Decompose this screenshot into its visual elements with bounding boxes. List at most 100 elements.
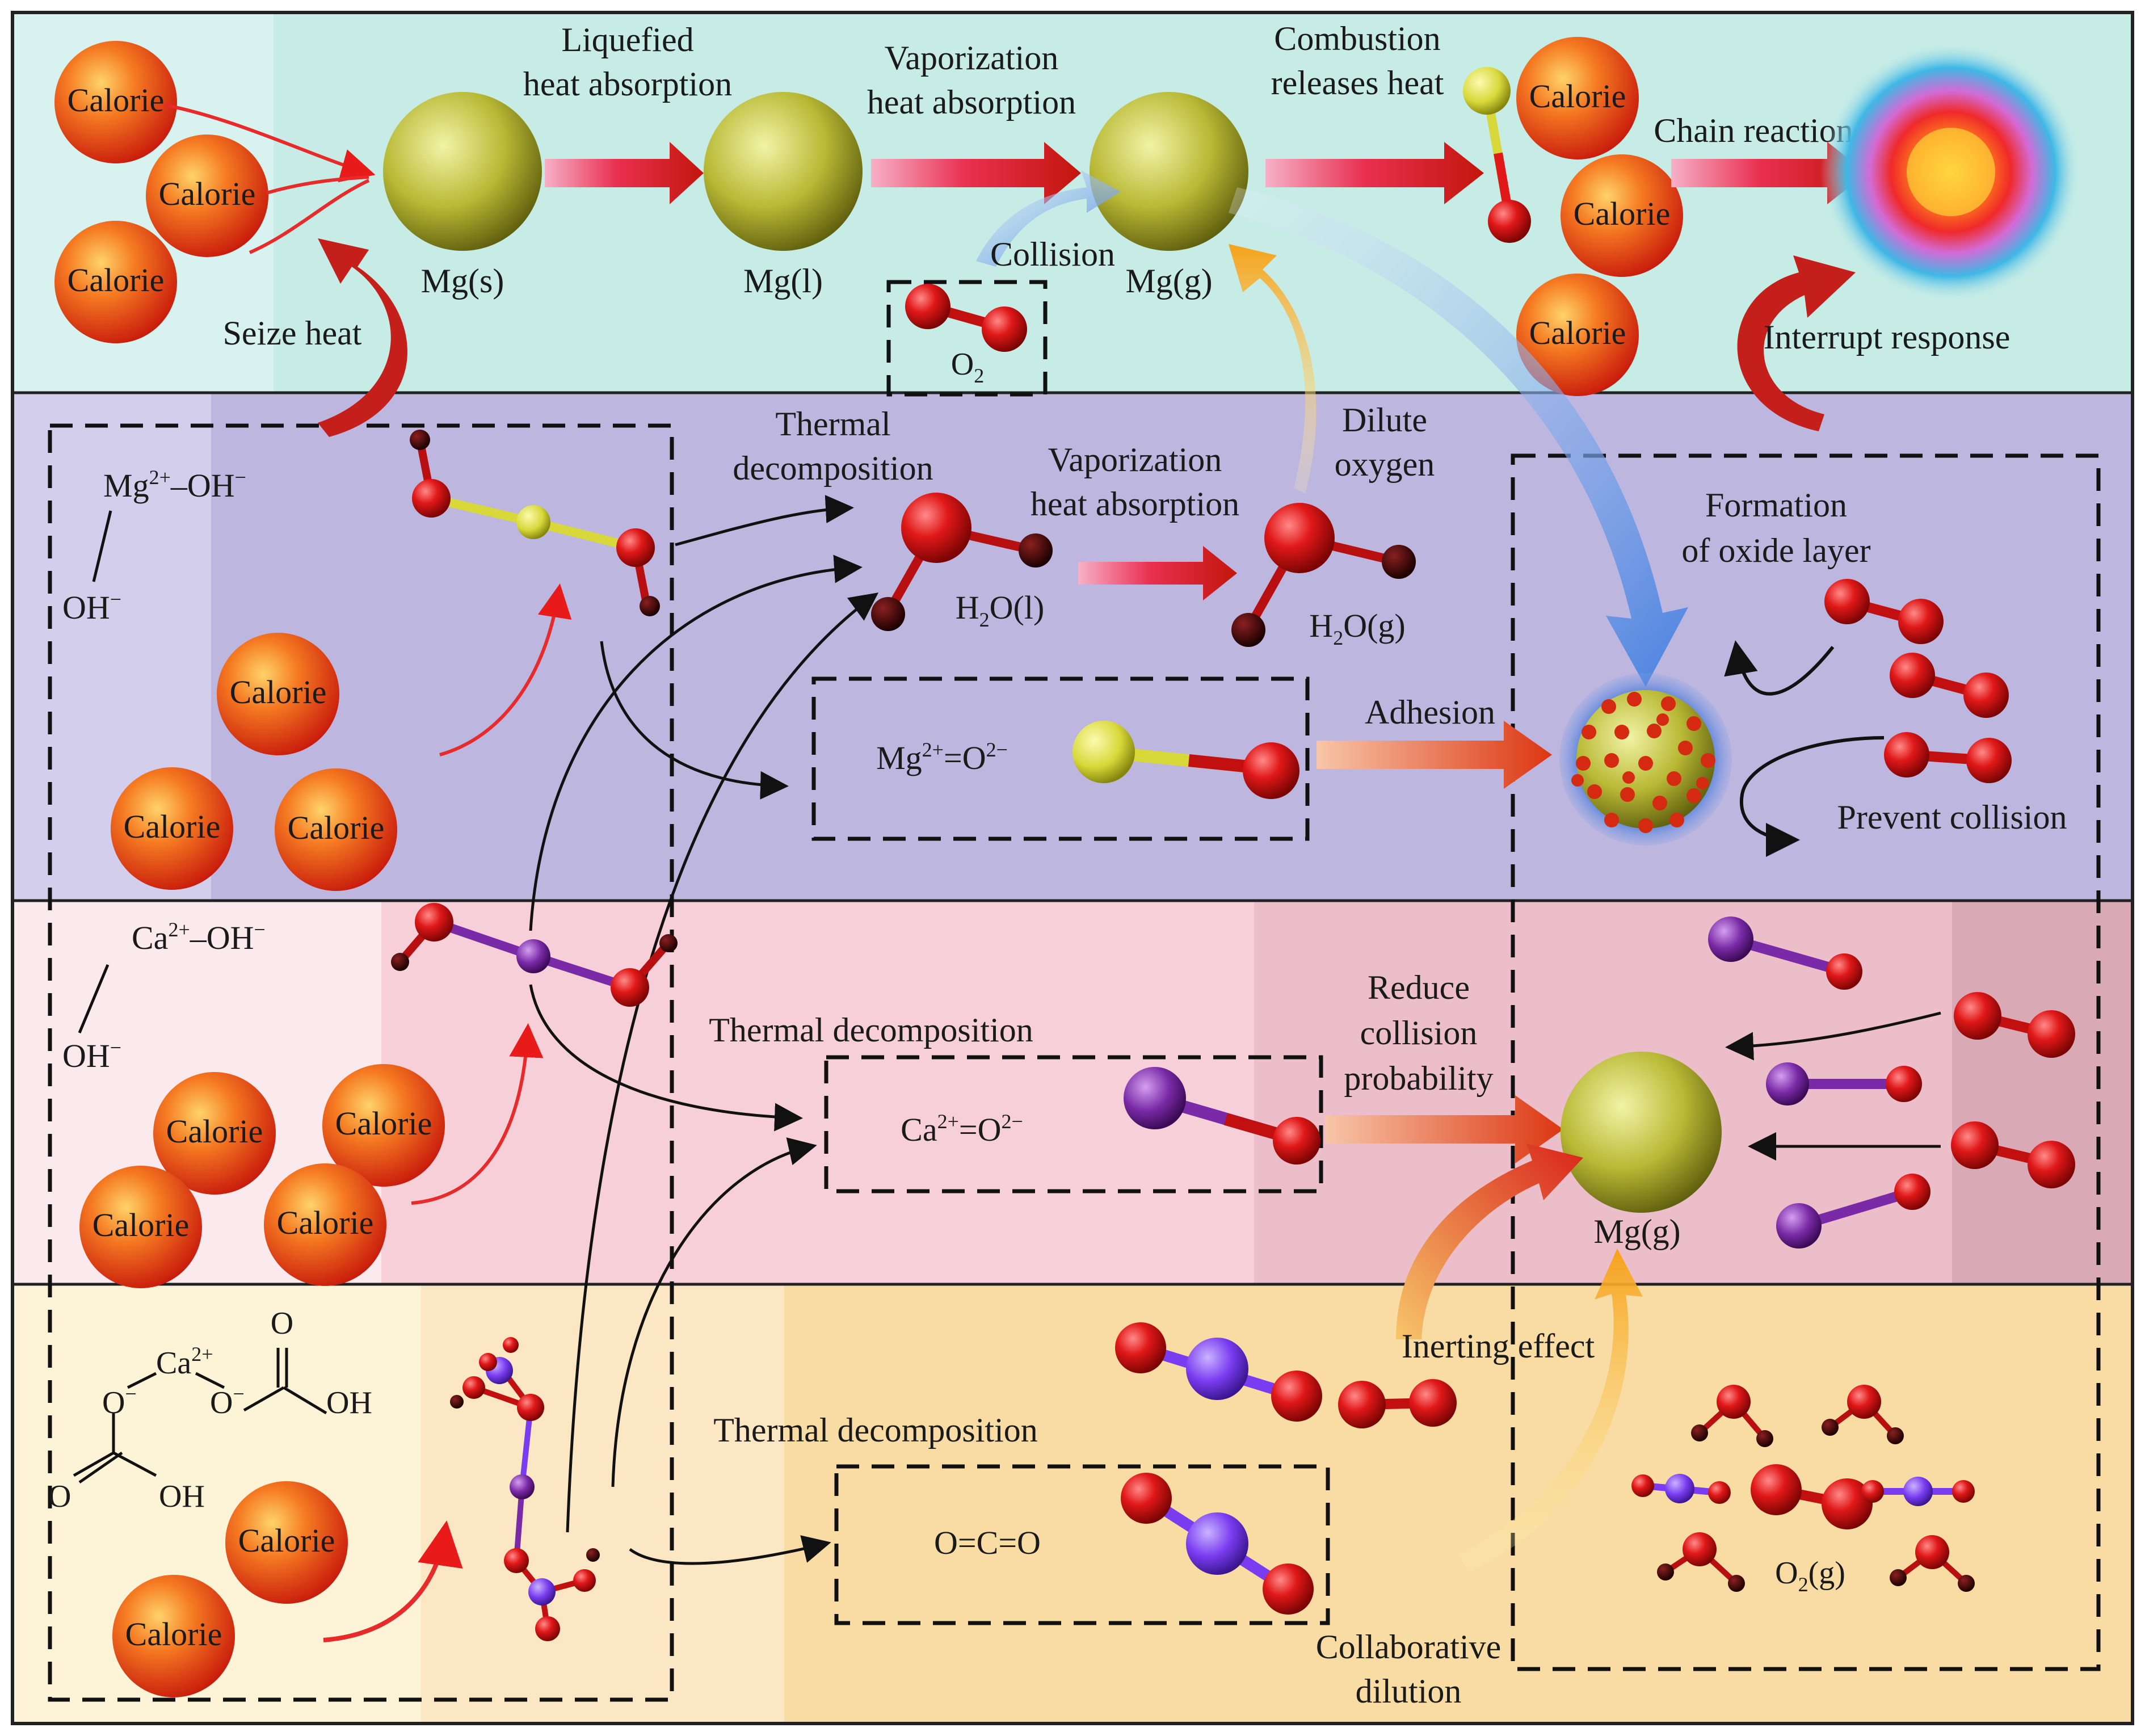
label-vaporization-mid-2: heat absorption <box>1031 485 1239 523</box>
label-collision: Collision <box>990 236 1115 273</box>
arrow-combustion <box>1265 142 1484 204</box>
label-combustion-2: releases heat <box>1271 64 1444 102</box>
o2-molecule <box>1751 1464 1873 1529</box>
heat-flow-line <box>249 179 370 254</box>
arrow-vaporization-top <box>871 142 1081 204</box>
mg-hydroxide-molecule <box>410 430 660 616</box>
svg-text:Calorie: Calorie <box>92 1207 190 1243</box>
arrow-vaporization-mid <box>1078 546 1237 600</box>
calorie-sphere: Calorie <box>111 767 233 890</box>
label-o-minus-right: O− <box>210 1382 245 1420</box>
calorie-spheres: Calorie Calorie Calorie Calorie Calorie … <box>54 37 1683 1697</box>
oxide-coated-mg-sphere <box>1559 673 1732 846</box>
calorie-sphere: Calorie <box>217 633 339 755</box>
arrow-collision <box>976 170 1121 267</box>
calorie-sphere: Calorie <box>153 1072 276 1195</box>
label-formation: Formation <box>1705 486 1847 524</box>
co2-molecule <box>1861 1477 1975 1506</box>
label-reduce: Reduce <box>1368 969 1470 1006</box>
label-seize-heat: Seize heat <box>223 314 362 352</box>
label-prevent-collision: Prevent collision <box>1837 798 2067 836</box>
water-molecule <box>1691 1385 1773 1447</box>
calorie-sphere: Calorie <box>1516 37 1639 159</box>
svg-text:Calorie: Calorie <box>1529 78 1626 115</box>
label-oh-bottom-ca: OH− <box>62 1036 121 1074</box>
o2-molecule <box>1338 1379 1457 1428</box>
svg-text:Calorie: Calorie <box>238 1522 335 1559</box>
heat-flow-line <box>164 103 376 183</box>
mg-solid-sphere <box>383 92 542 251</box>
pathway-arrow <box>566 592 879 1533</box>
label-collaborative-2: dilution <box>1356 1672 1462 1710</box>
dashed-box-mgo <box>811 676 1310 841</box>
svg-text:Calorie: Calorie <box>68 262 165 299</box>
label-oh-bottom: OH− <box>62 588 121 626</box>
o2-molecule <box>1951 1121 2075 1188</box>
heat-flow-line <box>439 583 572 756</box>
bond-line <box>78 964 110 1033</box>
svg-text:Calorie: Calorie <box>166 1113 263 1150</box>
svg-text:Calorie: Calorie <box>124 808 221 845</box>
svg-text:Calorie: Calorie <box>277 1204 374 1241</box>
bond-line <box>92 510 112 582</box>
water-liquid-molecule <box>871 493 1053 631</box>
cao-molecule <box>1708 917 1862 990</box>
label-o2-top: O2 <box>951 347 984 387</box>
o2-molecule <box>1824 579 1944 644</box>
mgo-molecule <box>1072 721 1299 799</box>
label-o-minus-left: O− <box>102 1382 137 1420</box>
co2-molecule <box>1631 1474 1731 1504</box>
heat-flow-line <box>411 1023 544 1205</box>
label-o-left: O <box>48 1479 71 1514</box>
arrow-chain-reaction <box>1671 142 1867 204</box>
label-adhesion: Adhesion <box>1365 693 1495 731</box>
label-thermal-decomp-3: Thermal decomposition <box>709 1011 1033 1049</box>
mg-liquid-sphere <box>704 92 863 251</box>
dashed-box-right-column <box>1511 453 2101 1671</box>
cao-molecule <box>1124 1067 1320 1165</box>
calorie-sphere: Calorie <box>1561 154 1683 277</box>
pathway-arrow <box>611 1137 817 1487</box>
pathway-arrow <box>529 554 863 931</box>
o2-molecule <box>1890 653 2009 718</box>
svg-text:Calorie: Calorie <box>288 809 385 846</box>
o2-molecule-top <box>905 284 1027 352</box>
svg-text:Calorie: Calorie <box>1574 195 1671 232</box>
label-mg-l: Mg(l) <box>743 262 823 300</box>
label-mg-s: Mg(s) <box>421 262 504 300</box>
ca-hydroxide-molecule <box>391 903 678 1007</box>
arrow-liquefied <box>545 142 704 204</box>
mgo-molecule-top <box>1463 67 1531 243</box>
svg-text:Calorie: Calorie <box>159 175 256 212</box>
label-mg-oh: Mg2+–OH− <box>103 466 246 504</box>
deflection-arrow <box>1724 640 1835 696</box>
cao-molecule <box>1776 1174 1930 1249</box>
arrow-interrupt-response <box>1737 255 1856 431</box>
label-interrupt-response: Interrupt response <box>1764 318 2011 356</box>
svg-text:Calorie: Calorie <box>125 1616 222 1653</box>
calorie-sphere: Calorie <box>54 41 177 163</box>
water-gas-molecule <box>1231 503 1416 647</box>
arrow-oxide-formation <box>1229 187 1688 687</box>
arrow-inerting <box>1396 1144 1583 1339</box>
co2-molecule-box <box>1121 1473 1314 1615</box>
label-mg-g: Mg(g) <box>1125 262 1212 300</box>
label-thermal-decomp-4: Thermal decomposition <box>713 1411 1038 1449</box>
label-vaporization-top: Vaporization <box>885 39 1059 77</box>
arrow-reduce-collision <box>1325 1095 1563 1163</box>
calorie-sphere: Calorie <box>322 1064 445 1187</box>
label-ca-center: Ca2+ <box>156 1343 213 1381</box>
svg-text:Calorie: Calorie <box>335 1105 432 1142</box>
calcium-bicarbonate-molecule <box>450 1337 600 1641</box>
label-vaporization-mid: Vaporization <box>1048 441 1222 478</box>
label-chain-reaction: Chain reaction <box>1654 112 1853 149</box>
label-collaborative: Collaborative <box>1316 1628 1502 1666</box>
label-o-top: O <box>271 1306 293 1341</box>
pathway-arrow <box>529 984 803 1132</box>
calorie-sphere: Calorie <box>264 1163 386 1286</box>
mg-gas-sphere-lower <box>1561 1052 1722 1213</box>
label-reduce-3: probability <box>1344 1060 1493 1097</box>
calcium-bicarbonate-formula <box>73 1348 327 1484</box>
label-vaporization-top-2: heat absorption <box>867 83 1076 121</box>
outer-frame <box>11 11 2134 1725</box>
